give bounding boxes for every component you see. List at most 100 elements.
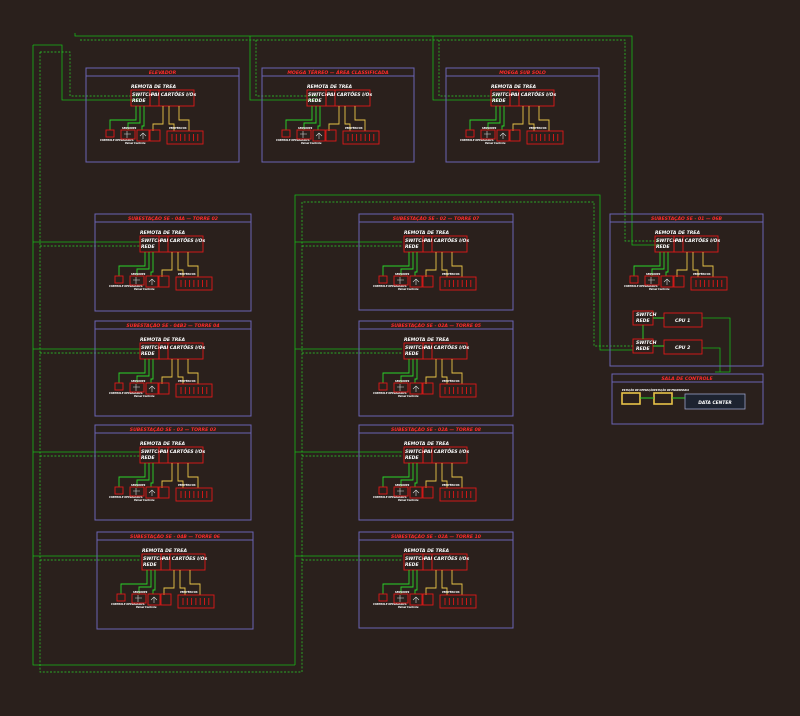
controller-box [496, 129, 510, 142]
sensor-box [393, 382, 409, 393]
peripherals-label: PERIFÉRICOS [180, 591, 198, 594]
controller-box [409, 593, 423, 606]
sensor-label: SENSORES [131, 380, 146, 383]
panel-frame [85, 67, 240, 163]
io-cards-box [422, 446, 468, 464]
remote-title: REMOTA DE TREA [491, 84, 536, 90]
cpu-switch-2-label: SWITCH [636, 340, 657, 346]
control-panel-label: Painel Controle [485, 142, 506, 145]
cpu-switch-1-label: SWITCH [636, 312, 657, 318]
io-cards-label: PAI CARTÕES I/Os [424, 237, 469, 244]
cpu-section: SWITCH REDE SWITCH REDE CPU 1 CPU 2 [632, 310, 703, 355]
peripherals-box [175, 276, 213, 291]
workstation-2-label: ESTAÇÃO DE ENGENHARIA [654, 389, 689, 392]
controller-box [147, 593, 161, 606]
sensor-box [296, 129, 312, 140]
panel-title: SUBESTAÇÃO SE - 02A — TORRE 08 [391, 426, 482, 433]
controller-box [660, 275, 674, 288]
controller-box [409, 275, 423, 288]
controller-box [145, 382, 159, 395]
peripherals-label: PERIFÉRICOS [442, 273, 460, 276]
workstation-1-monitor [621, 392, 641, 405]
panel-title: SUBESTAÇÃO SE - 04B2 — TORRE 04 [126, 322, 219, 329]
control-room: SALA DE CONTROLE ESTAÇÃO DE OPERAÇÃO EST… [611, 373, 764, 425]
peripherals-label: PERIFÉRICOS [693, 273, 711, 276]
control-panel-box [158, 486, 170, 499]
io-cards-label: PAI CARTÕES I/Os [162, 555, 207, 562]
field-device-caption: CONTROLE OPERADORES [624, 285, 658, 288]
peripherals-label: PERIFÉRICOS [442, 591, 460, 594]
switch-label: SWITCH [492, 92, 513, 98]
switch-label: SWITCH [405, 238, 426, 244]
panel-frame [445, 67, 600, 163]
switch-label-2: REDE [492, 98, 506, 104]
controller-box [136, 129, 150, 142]
switch-label-2: REDE [141, 244, 155, 250]
io-cards-box [160, 553, 206, 571]
peripherals-box [342, 130, 380, 145]
peripherals-label: PERIFÉRICOS [169, 127, 187, 130]
switch-label: SWITCH [308, 92, 329, 98]
panel-frame [96, 531, 254, 630]
panel-terreo: MOEGA TÉRREO — ÁREA CLASSIFICADA REMOTA D… [261, 67, 415, 163]
sensor-label: SENSORES [131, 484, 146, 487]
cpu-switch-2-label-2: REDE [636, 346, 650, 352]
switch-label: SWITCH [405, 345, 426, 351]
remote-title: REMOTA DE TREA [404, 441, 449, 447]
remote-title: REMOTA DE TREA [140, 230, 185, 236]
panel-frame [358, 424, 514, 521]
control-panel-label: Painel Controle [398, 499, 419, 502]
switch-label: SWITCH [141, 449, 162, 455]
peripherals-box [690, 276, 728, 291]
switch-label: SWITCH [405, 449, 426, 455]
field-device [114, 486, 124, 495]
panel-frame [94, 424, 252, 521]
control-panel-box [158, 382, 170, 395]
switch-label: SWITCH [141, 238, 162, 244]
field-device [281, 129, 291, 138]
sensor-box [393, 593, 409, 604]
remote-title: REMOTA DE TREA [404, 548, 449, 554]
peripherals-box [439, 487, 477, 502]
field-device [114, 275, 124, 284]
field-device-caption: CONTROLE OPERADORES [373, 496, 407, 499]
control-panel-box [673, 275, 685, 288]
panel-sub-02: SUBESTAÇÃO SE - 04A — TORRE 02 REMOTA DE … [94, 213, 252, 312]
field-device [378, 486, 388, 495]
remote-title: REMOTA DE TREA [307, 84, 352, 90]
io-cards-label: PAI CARTÕES I/Os [424, 448, 469, 455]
io-cards-box [422, 342, 468, 360]
control-panel-box [422, 486, 434, 499]
control-panel-label: Painel Controle [134, 395, 155, 398]
io-cards-label: PAI CARTÕES I/Os [327, 91, 372, 98]
remote-title: REMOTA DE TREA [655, 230, 700, 236]
sensor-box [131, 593, 147, 604]
remote-title: REMOTA DE TREA [131, 84, 176, 90]
panel-title: MOEGA TÉRREO — ÁREA CLASSIFICADA [287, 68, 389, 76]
field-device [105, 129, 115, 138]
io-cards-box [422, 553, 468, 571]
sensor-box [120, 129, 136, 140]
field-device [116, 593, 126, 602]
panel-title: SUBESTAÇÃO SE - 04A — TORRE 02 [128, 215, 218, 222]
control-panel-label: Painel Controle [398, 606, 419, 609]
sensor-label: SENSORES [395, 273, 410, 276]
peripherals-box [175, 487, 213, 502]
peripherals-label: PERIFÉRICOS [529, 127, 547, 130]
panel-title: SUBESTAÇÃO SE - 03 — TORRE 03 [130, 426, 216, 433]
field-device [629, 275, 639, 284]
peripherals-box [177, 594, 215, 609]
control-room-title: SALA DE CONTROLE [661, 376, 713, 382]
panel-frame [358, 213, 514, 311]
control-panel-box [149, 129, 161, 142]
switch-label-2: REDE [141, 351, 155, 357]
control-panel-label: Painel Controle [134, 499, 155, 502]
field-device-caption: CONTROLE OPERADORES [100, 139, 134, 142]
io-cards-label: PAI CARTÕES I/Os [511, 91, 556, 98]
